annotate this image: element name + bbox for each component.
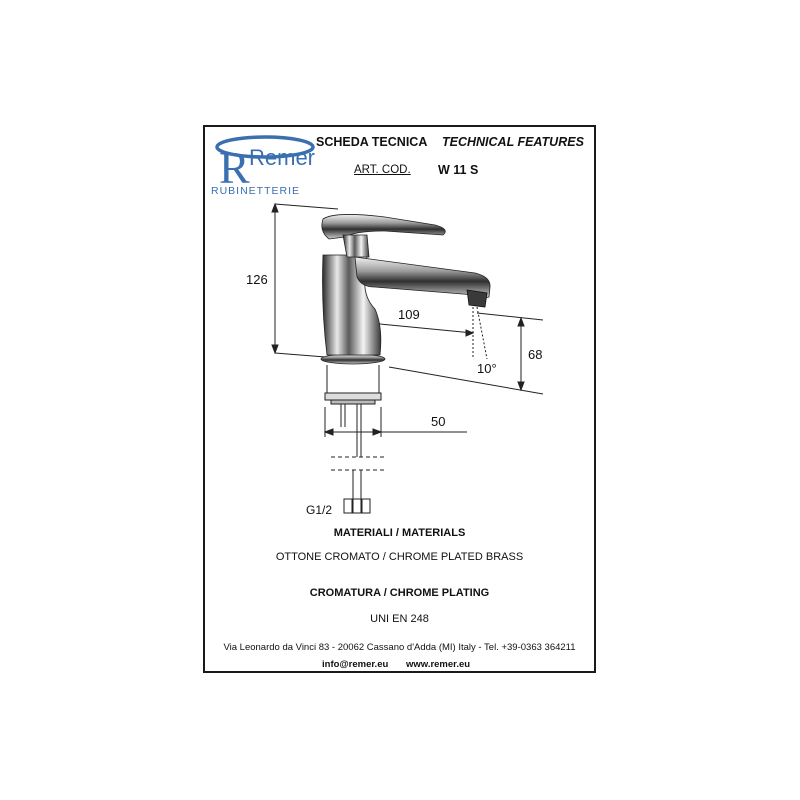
water-flow-angle	[472, 306, 488, 360]
technical-features-title: TECHNICAL FEATURES	[442, 135, 584, 149]
dim-109	[369, 322, 475, 337]
dim-50-label: 50	[431, 414, 446, 429]
dim-109-label: 109	[398, 307, 420, 322]
svg-text:R: R	[219, 142, 250, 187]
fixing-assembly	[324, 365, 382, 457]
connection-label: G1/2	[306, 503, 333, 517]
materials-value: OTTONE CROMATO / CHROME PLATED BRASS	[275, 551, 524, 563]
art-cod-label: ART. COD.	[354, 164, 411, 176]
plating-value: UNI EN 248	[370, 613, 429, 625]
scheda-tecnica-title: SCHEDA TECNICA	[316, 135, 428, 149]
materials-heading: MATERIALI / MATERIALS	[333, 527, 466, 539]
dim-68-label: 68	[528, 347, 543, 362]
remer-logo: R	[215, 135, 315, 187]
dim-50	[323, 407, 467, 437]
technical-sheet: R Remer RUBINETTERIE SCHEDA TECNICA TECH…	[203, 125, 596, 673]
hose-connection	[331, 456, 387, 514]
dim-126-label: 126	[246, 272, 268, 287]
faucet-drawing	[271, 202, 544, 514]
faucet-body	[320, 214, 491, 365]
company-address: Via Leonardo da Vinci 83 - 20062 Cassano…	[223, 642, 576, 653]
brand-name: Remer	[249, 145, 316, 170]
dim-angle-label: 10°	[477, 361, 497, 376]
plating-heading: CROMATURA / CHROME PLATING	[309, 587, 490, 599]
brand-subtitle: RUBINETTERIE	[211, 185, 301, 197]
contact-website[interactable]: www.remer.eu	[406, 659, 471, 670]
contact-email[interactable]: info@remer.eu	[322, 659, 389, 670]
dim-68	[388, 312, 544, 395]
art-cod-value: W 11 S	[438, 163, 479, 177]
